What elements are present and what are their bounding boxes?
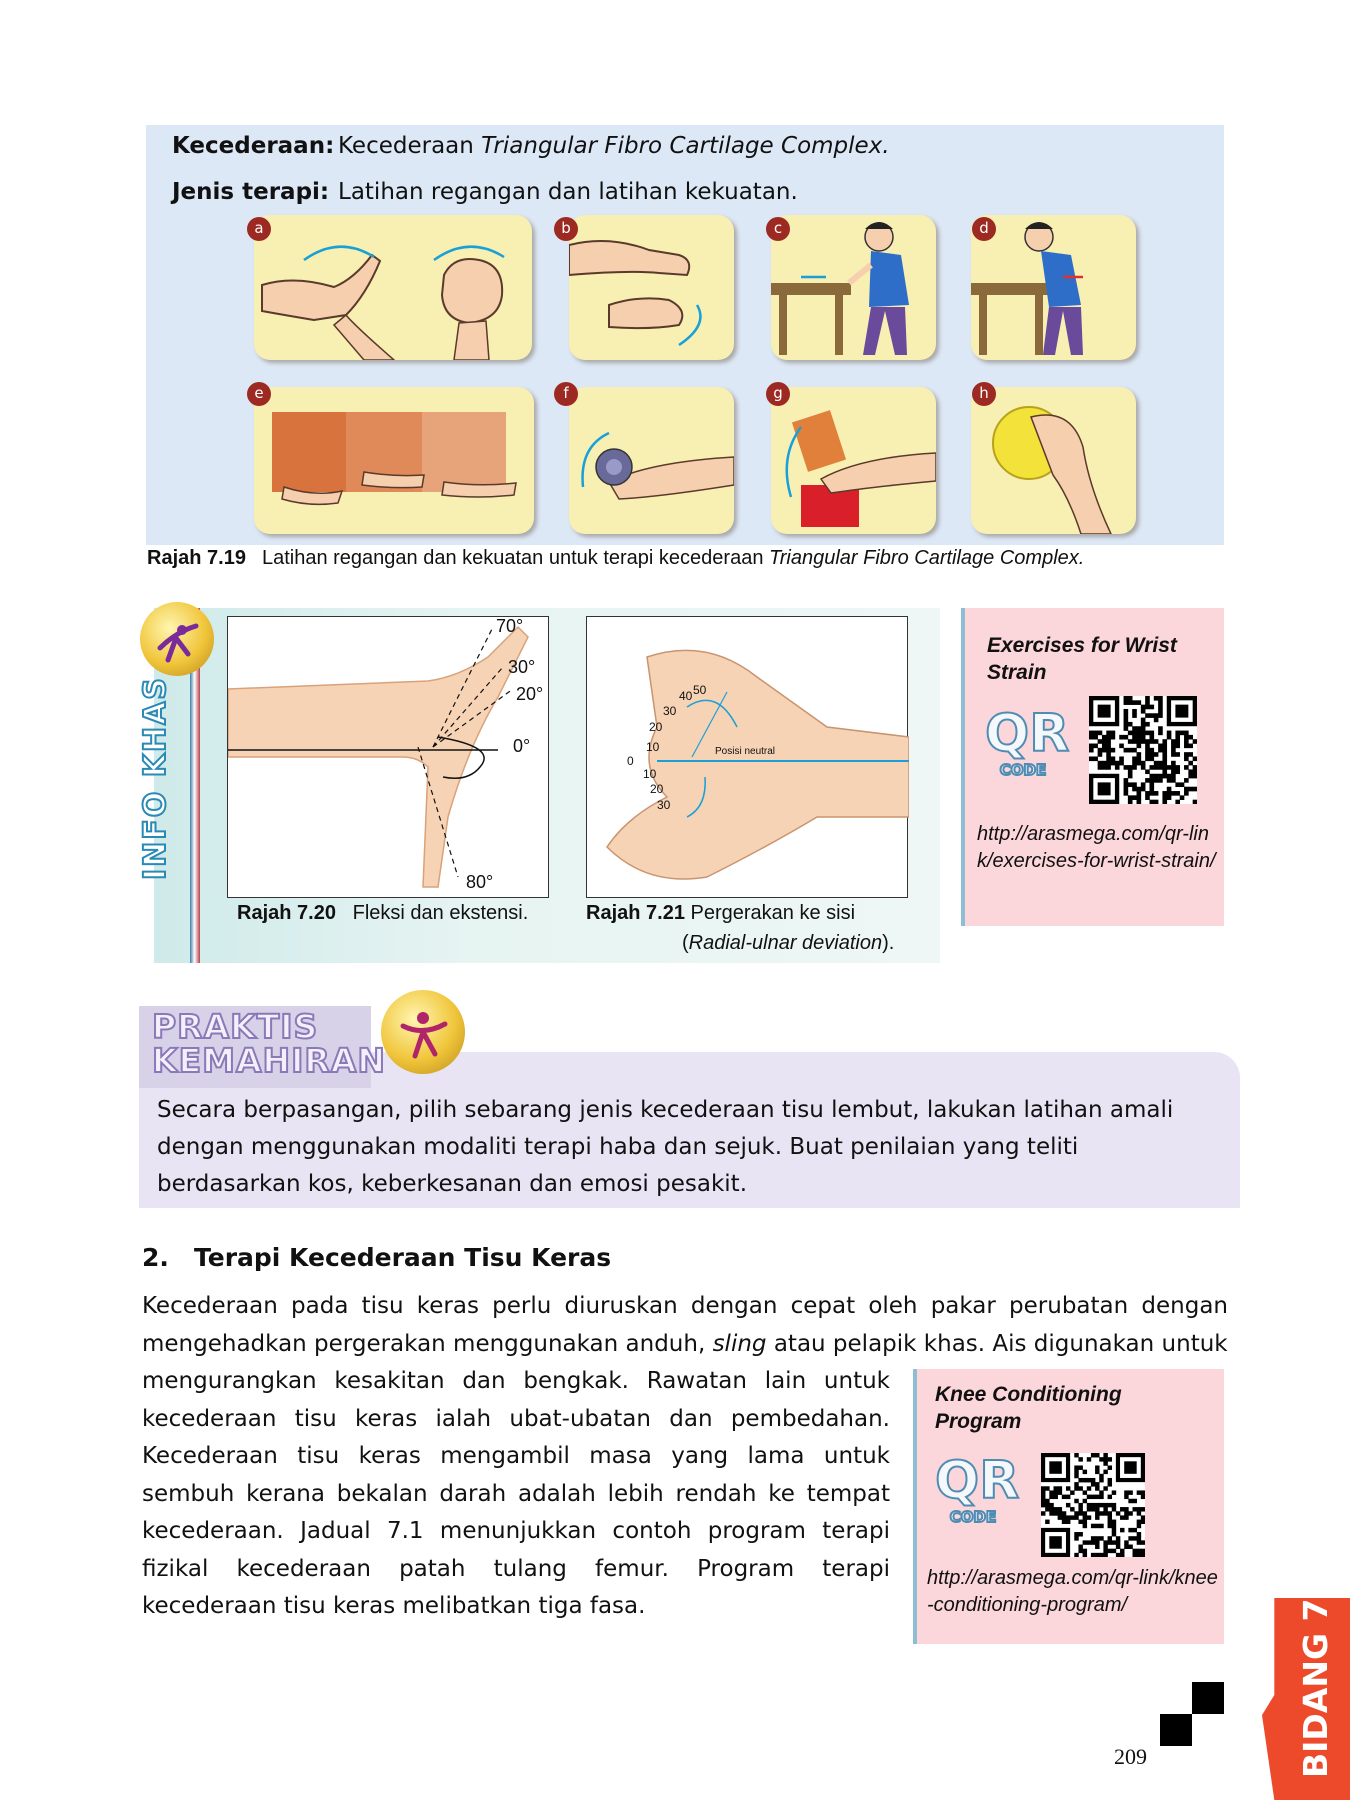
qr-link[interactable]: http://arasmega.com/qr-link/exercises-fo…: [977, 823, 1216, 872]
forearm-rotation-illustration: [272, 412, 517, 506]
exercise-panel-g: [771, 387, 936, 534]
exercise-panel-e: [254, 387, 534, 534]
injury-value-italic: Triangular Fibro Cartilage Complex.: [481, 133, 890, 159]
section-paragraph-top: Kecederaan pada tisu keras perlu diurusk…: [142, 1293, 1228, 1357]
figure-caption-7-20: Rajah 7.20 Fleksi dan ekstensi.: [237, 902, 528, 925]
figure-7-20: [227, 616, 549, 898]
tick-40: 40: [679, 689, 693, 703]
panel-badge-e: e: [247, 382, 271, 406]
angle-label-20: 20°: [516, 684, 544, 704]
panel-badge-h: h: [972, 382, 996, 406]
info-medal-icon: [140, 602, 214, 676]
tick-20: 20: [649, 720, 663, 734]
angle-label-80: 80°: [466, 872, 494, 892]
caption-italic: Radial-ulnar deviation: [688, 932, 883, 954]
qr-code-image[interactable]: [1089, 696, 1197, 804]
qr-logo-icon: QR CODE: [984, 704, 1070, 779]
figure-caption-7-21-line2: (Radial-ulnar deviation).: [682, 932, 895, 954]
caption-italic: Triangular Fibro Cartilage Complex.: [769, 547, 1085, 569]
exercise-panel-c: [771, 215, 936, 360]
therapy-value: Latihan regangan dan latihan kekuatan.: [338, 179, 798, 205]
qr-title: Knee Conditioning Program: [935, 1383, 1122, 1433]
exercise-panel-a: [254, 215, 532, 360]
tick-0: 0: [627, 754, 634, 768]
tick-lower-20: 20: [650, 782, 664, 796]
tick-50: 50: [693, 683, 707, 697]
angle-label-30: 30°: [508, 657, 536, 677]
book-lift-illustration: [785, 410, 936, 527]
chapter-tab: [1262, 1598, 1350, 1800]
figure-caption-7-19: Rajah 7.19 Latihan regangan dan kekuatan …: [147, 547, 1084, 570]
section-number: 2.: [142, 1243, 169, 1272]
exercise-panel-b: [569, 215, 734, 360]
qr-link[interactable]: http://arasmega.com/qr-link/knee-conditi…: [927, 1567, 1218, 1616]
praktis-title: PRAKTIS KEMAHIRAN: [151, 1007, 386, 1080]
angle-label-0: 0°: [513, 736, 531, 756]
caption-text: Pergerakan ke sisi: [690, 902, 856, 924]
panel-badge-d: d: [972, 217, 996, 241]
wrist-stretch-illustration: [261, 245, 505, 360]
praktis-medal-icon: [381, 990, 465, 1074]
grip-ball-illustration: [992, 406, 1112, 534]
caption-text: Latihan regangan dan kekuatan untuk tera…: [261, 547, 770, 569]
tick-lower-30: 30: [657, 798, 671, 812]
section-heading: 2. Terapi Kecederaan Tisu Keras: [142, 1243, 611, 1272]
tick-10: 10: [646, 740, 660, 754]
page-number: 209: [1114, 1744, 1147, 1769]
decorative-square: [1160, 1714, 1192, 1746]
caption-text: Fleksi dan ekstensi.: [352, 902, 529, 924]
therapy-line: Jenis terapi: Latihan regangan dan latiha…: [172, 179, 798, 205]
caption-label: Rajah 7.21: [586, 902, 685, 924]
caption-label: Rajah 7.20: [237, 902, 336, 924]
section-paragraph-side: mengurangkan kesakitan dan bengkak. Rawa…: [142, 1368, 890, 1619]
qr-box-wrist: Exercises for Wrist Strain QR CODE http:…: [961, 608, 1224, 926]
radial-ulnar-diagram: [606, 649, 910, 880]
panel-badge-b: b: [554, 217, 578, 241]
figure-caption-7-21: Rajah 7.21 Pergerakan ke sisi: [586, 902, 855, 925]
injury-label: Kecederaan:: [172, 133, 335, 159]
ball-roll-illustration: [581, 431, 734, 500]
tick-lower-10: 10: [643, 767, 657, 781]
therapy-label: Jenis terapi:: [172, 179, 330, 205]
panel-badge-c: c: [766, 217, 790, 241]
injury-value: Kecederaan: [338, 133, 482, 159]
gymnast-icon: [157, 623, 199, 663]
chapter-tab-label: BIDANG 7: [1296, 1598, 1335, 1778]
caption-label: Rajah 7.19: [147, 547, 246, 569]
tick-30: 30: [663, 704, 677, 718]
info-khas-title: INFO KHAS: [137, 675, 174, 881]
injury-line: Kecederaan:Kecederaan Triangular Fibro C…: [172, 133, 890, 159]
section-title: Terapi Kecederaan Tisu Keras: [194, 1243, 612, 1272]
panel-badge-g: g: [766, 382, 790, 406]
panel-badge-f: f: [554, 382, 578, 406]
exercise-panel-h: [971, 387, 1136, 534]
decorative-square: [1192, 1682, 1224, 1714]
qr-title: Exercises for Wrist Strain: [987, 634, 1177, 684]
panel-badge-a: a: [247, 217, 271, 241]
info-khas-stripe: [190, 608, 200, 963]
gymnast-icon: [400, 1012, 448, 1059]
exercise-box: Kecederaan:Kecederaan Triangular Fibro C…: [146, 125, 1224, 545]
qr-logo-icon: QR CODE: [934, 1451, 1020, 1526]
qr-box-knee: Knee Conditioning Program QR CODE http:/…: [913, 1369, 1224, 1644]
wrist-flexion-diagram: [227, 625, 529, 888]
praktis-tab: [139, 1006, 371, 1088]
neutral-position-label: Posisi neutral: [715, 746, 776, 757]
table-lean-illustration: [971, 222, 1083, 355]
exercise-panel-f: [569, 387, 734, 534]
angle-label-70: 70°: [496, 616, 524, 636]
exercise-panel-d: [971, 215, 1136, 360]
praktis-text: Secara berpasangan, pilih sebarang jenis…: [157, 1097, 1174, 1197]
qr-code-image[interactable]: [1041, 1453, 1145, 1557]
finger-stretch-illustration: [569, 240, 702, 347]
figure-7-21: [586, 616, 910, 898]
table-push-illustration: [771, 222, 909, 355]
